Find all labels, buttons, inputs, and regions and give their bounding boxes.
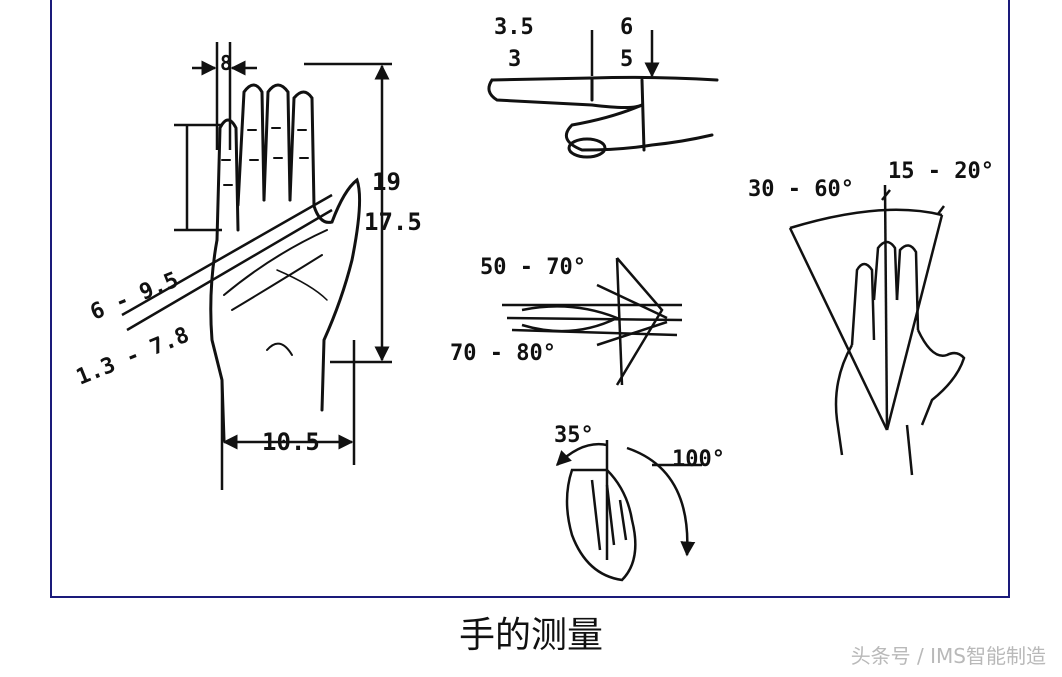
wrist-angle-upper-label: 50 - 70° (480, 255, 586, 280)
hand-length-max-label: 19 (372, 168, 401, 196)
deviation-angle-left-label: 30 - 60° (748, 177, 854, 202)
hand-measurement-diagram: 8 19 17.5 10.5 6 - 9.5 1.3 - 7.8 3.5 3 6… (73, 15, 994, 582)
hand-length-min-label: 17.5 (364, 208, 422, 236)
thumb-rotation-figure (555, 440, 702, 582)
thumb-angle-b-label: 100° (672, 447, 725, 472)
palm-hand-figure (209, 83, 362, 442)
palm-dimension-lines (121, 42, 392, 490)
finger-dim-a2-label: 3 (508, 47, 521, 72)
thumb-angle-a-label: 35° (554, 423, 594, 448)
wrist-angle-lower-label: 70 - 80° (450, 341, 556, 366)
source-watermark: 头条号 / IMS智能制造 (850, 644, 1046, 668)
deviation-angle-right-label: 15 - 20° (888, 159, 994, 184)
finger-dim-b2-label: 5 (620, 47, 633, 72)
wrist-angle-figure (502, 257, 683, 386)
finger-dim-b1-label: 6 (620, 15, 633, 40)
finger-profile-figure (487, 75, 719, 159)
deviation-angle-figure (788, 184, 966, 476)
finger-dim-a1-label: 3.5 (494, 15, 534, 40)
finger-dimension-lines (590, 30, 660, 78)
diagonal-dim-b-label: 1.3 - 7.8 (73, 323, 193, 391)
hand-breadth-label: 10.5 (262, 428, 320, 456)
figure-frame: 8 19 17.5 10.5 6 - 9.5 1.3 - 7.8 3.5 3 6… (50, 0, 1010, 598)
diagonal-dim-a-label: 6 - 9.5 (87, 268, 182, 326)
finger-width-label: 8 (220, 51, 232, 75)
figure-caption: 手的测量 (458, 615, 603, 656)
